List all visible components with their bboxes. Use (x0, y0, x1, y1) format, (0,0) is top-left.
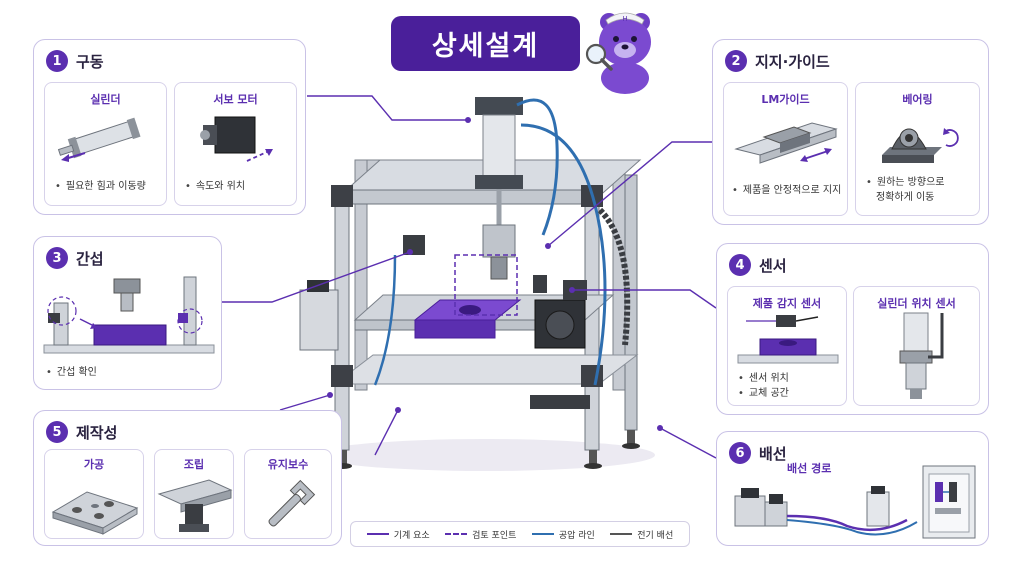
card-bullet: 센서 위치 (738, 371, 789, 386)
assembly-bracket-icon (157, 479, 233, 532)
card-title: 가공 (83, 458, 105, 471)
section-title: 배선 (759, 444, 787, 463)
section-number: 2 (725, 50, 747, 72)
section-drive: 1 구동 실린더 필요한 힘과 이동량 서보 모터 (33, 39, 306, 215)
card-maintenance: 유지보수 (244, 449, 332, 539)
card-title: 실린더 (90, 93, 121, 106)
legend-label: 공압 라인 (558, 530, 595, 541)
legend-label: 검토 포인트 (472, 530, 517, 541)
section-wiring: 6 배선 배선 경로 (716, 431, 989, 546)
section-number: 4 (729, 254, 751, 276)
legend-item-review-point: 검토 포인트 (445, 528, 516, 541)
section-title: 지지·가이드 (755, 52, 830, 71)
card-title: 유지보수 (267, 458, 309, 471)
card-bullet: 필요한 힘과 이동량 (55, 179, 146, 194)
card-title: 서보 모터 (213, 93, 258, 106)
wiring-subtitle: 배선 경로 (787, 462, 832, 475)
card-assembly: 조립 (154, 449, 234, 539)
section-number: 5 (46, 421, 68, 443)
card-title: 실린더 위치 센서 (877, 297, 956, 310)
section-number: 6 (729, 442, 751, 464)
card-bearing: 베어링 원하는 방향으로 정확하게 이동 (855, 82, 980, 216)
card-bullet-continued: 정확하게 이동 (876, 192, 935, 203)
lm-guide-icon (734, 122, 838, 164)
card-bullet: 교체 공간 (738, 386, 789, 401)
card-servo-motor: 서보 모터 속도와 위치 (174, 82, 297, 206)
legend-item-electric-wiring: 전기 배선 (610, 528, 673, 541)
section-title: 구동 (76, 52, 104, 71)
legend-label: 전기 배선 (637, 530, 674, 541)
section-sensor: 4 센서 제품 감지 센서 센서 위치 교체 공간 실린더 위치 센서 (716, 243, 989, 415)
interference-illustration (43, 276, 215, 354)
card-bullet: 제품을 안정적으로 지지 (732, 183, 841, 198)
section-title: 센서 (759, 256, 787, 275)
card-bullet: 간섭 확인 (46, 365, 97, 380)
card-title: 제품 감지 센서 (752, 297, 822, 310)
card-product-sensor: 제품 감지 센서 센서 위치 교체 공간 (727, 286, 847, 406)
section-manufacturability: 5 제작성 가공 조립 유지보수 (33, 410, 342, 546)
section-number: 3 (46, 247, 68, 269)
card-bullet: 속도와 위치 (185, 179, 245, 194)
card-title: 베어링 (902, 93, 933, 106)
legend-label: 기계 요소 (393, 530, 430, 541)
legend-item-mechanical: 기계 요소 (366, 528, 430, 541)
card-cylinder-position-sensor: 실린더 위치 센서 (853, 286, 980, 406)
section-title: 제작성 (76, 423, 118, 442)
bearing-icon (882, 128, 959, 163)
legend: 기계 요소 검토 포인트 공압 라인 전기 배선 (350, 521, 690, 547)
card-cylinder: 실린더 필요한 힘과 이동량 (44, 82, 167, 206)
sensor-icon (737, 315, 839, 364)
wiring-route-illustration (734, 465, 976, 539)
bear-mascot-icon: H (599, 12, 651, 94)
servo-motor-icon (200, 116, 273, 162)
card-bullet: 원하는 방향으로 (866, 175, 945, 190)
legend-item-air-line: 공압 라인 (531, 528, 595, 541)
section-number: 1 (46, 50, 68, 72)
svg-text:H: H (622, 15, 627, 23)
cylinder-icon (57, 117, 141, 162)
machined-part-icon (51, 491, 139, 535)
magnifier-icon (585, 43, 613, 71)
wrench-icon (268, 479, 316, 527)
section-title: 간섭 (76, 249, 104, 268)
card-lm-guide: LM가이드 제품을 안정적으로 지지 (723, 82, 848, 216)
cylinder-sensor-icon (899, 312, 944, 399)
machine-frame-icon (299, 97, 655, 471)
card-title: LM가이드 (761, 93, 810, 106)
section-guide: 2 지지·가이드 LM가이드 제품을 안정적으로 지지 베어링 (712, 39, 989, 225)
card-title: 조립 (183, 458, 205, 471)
card-machining: 가공 (44, 449, 144, 539)
page-title: 상세설계 (391, 16, 580, 71)
section-interference: 3 간섭 간섭 확인 (33, 236, 222, 390)
